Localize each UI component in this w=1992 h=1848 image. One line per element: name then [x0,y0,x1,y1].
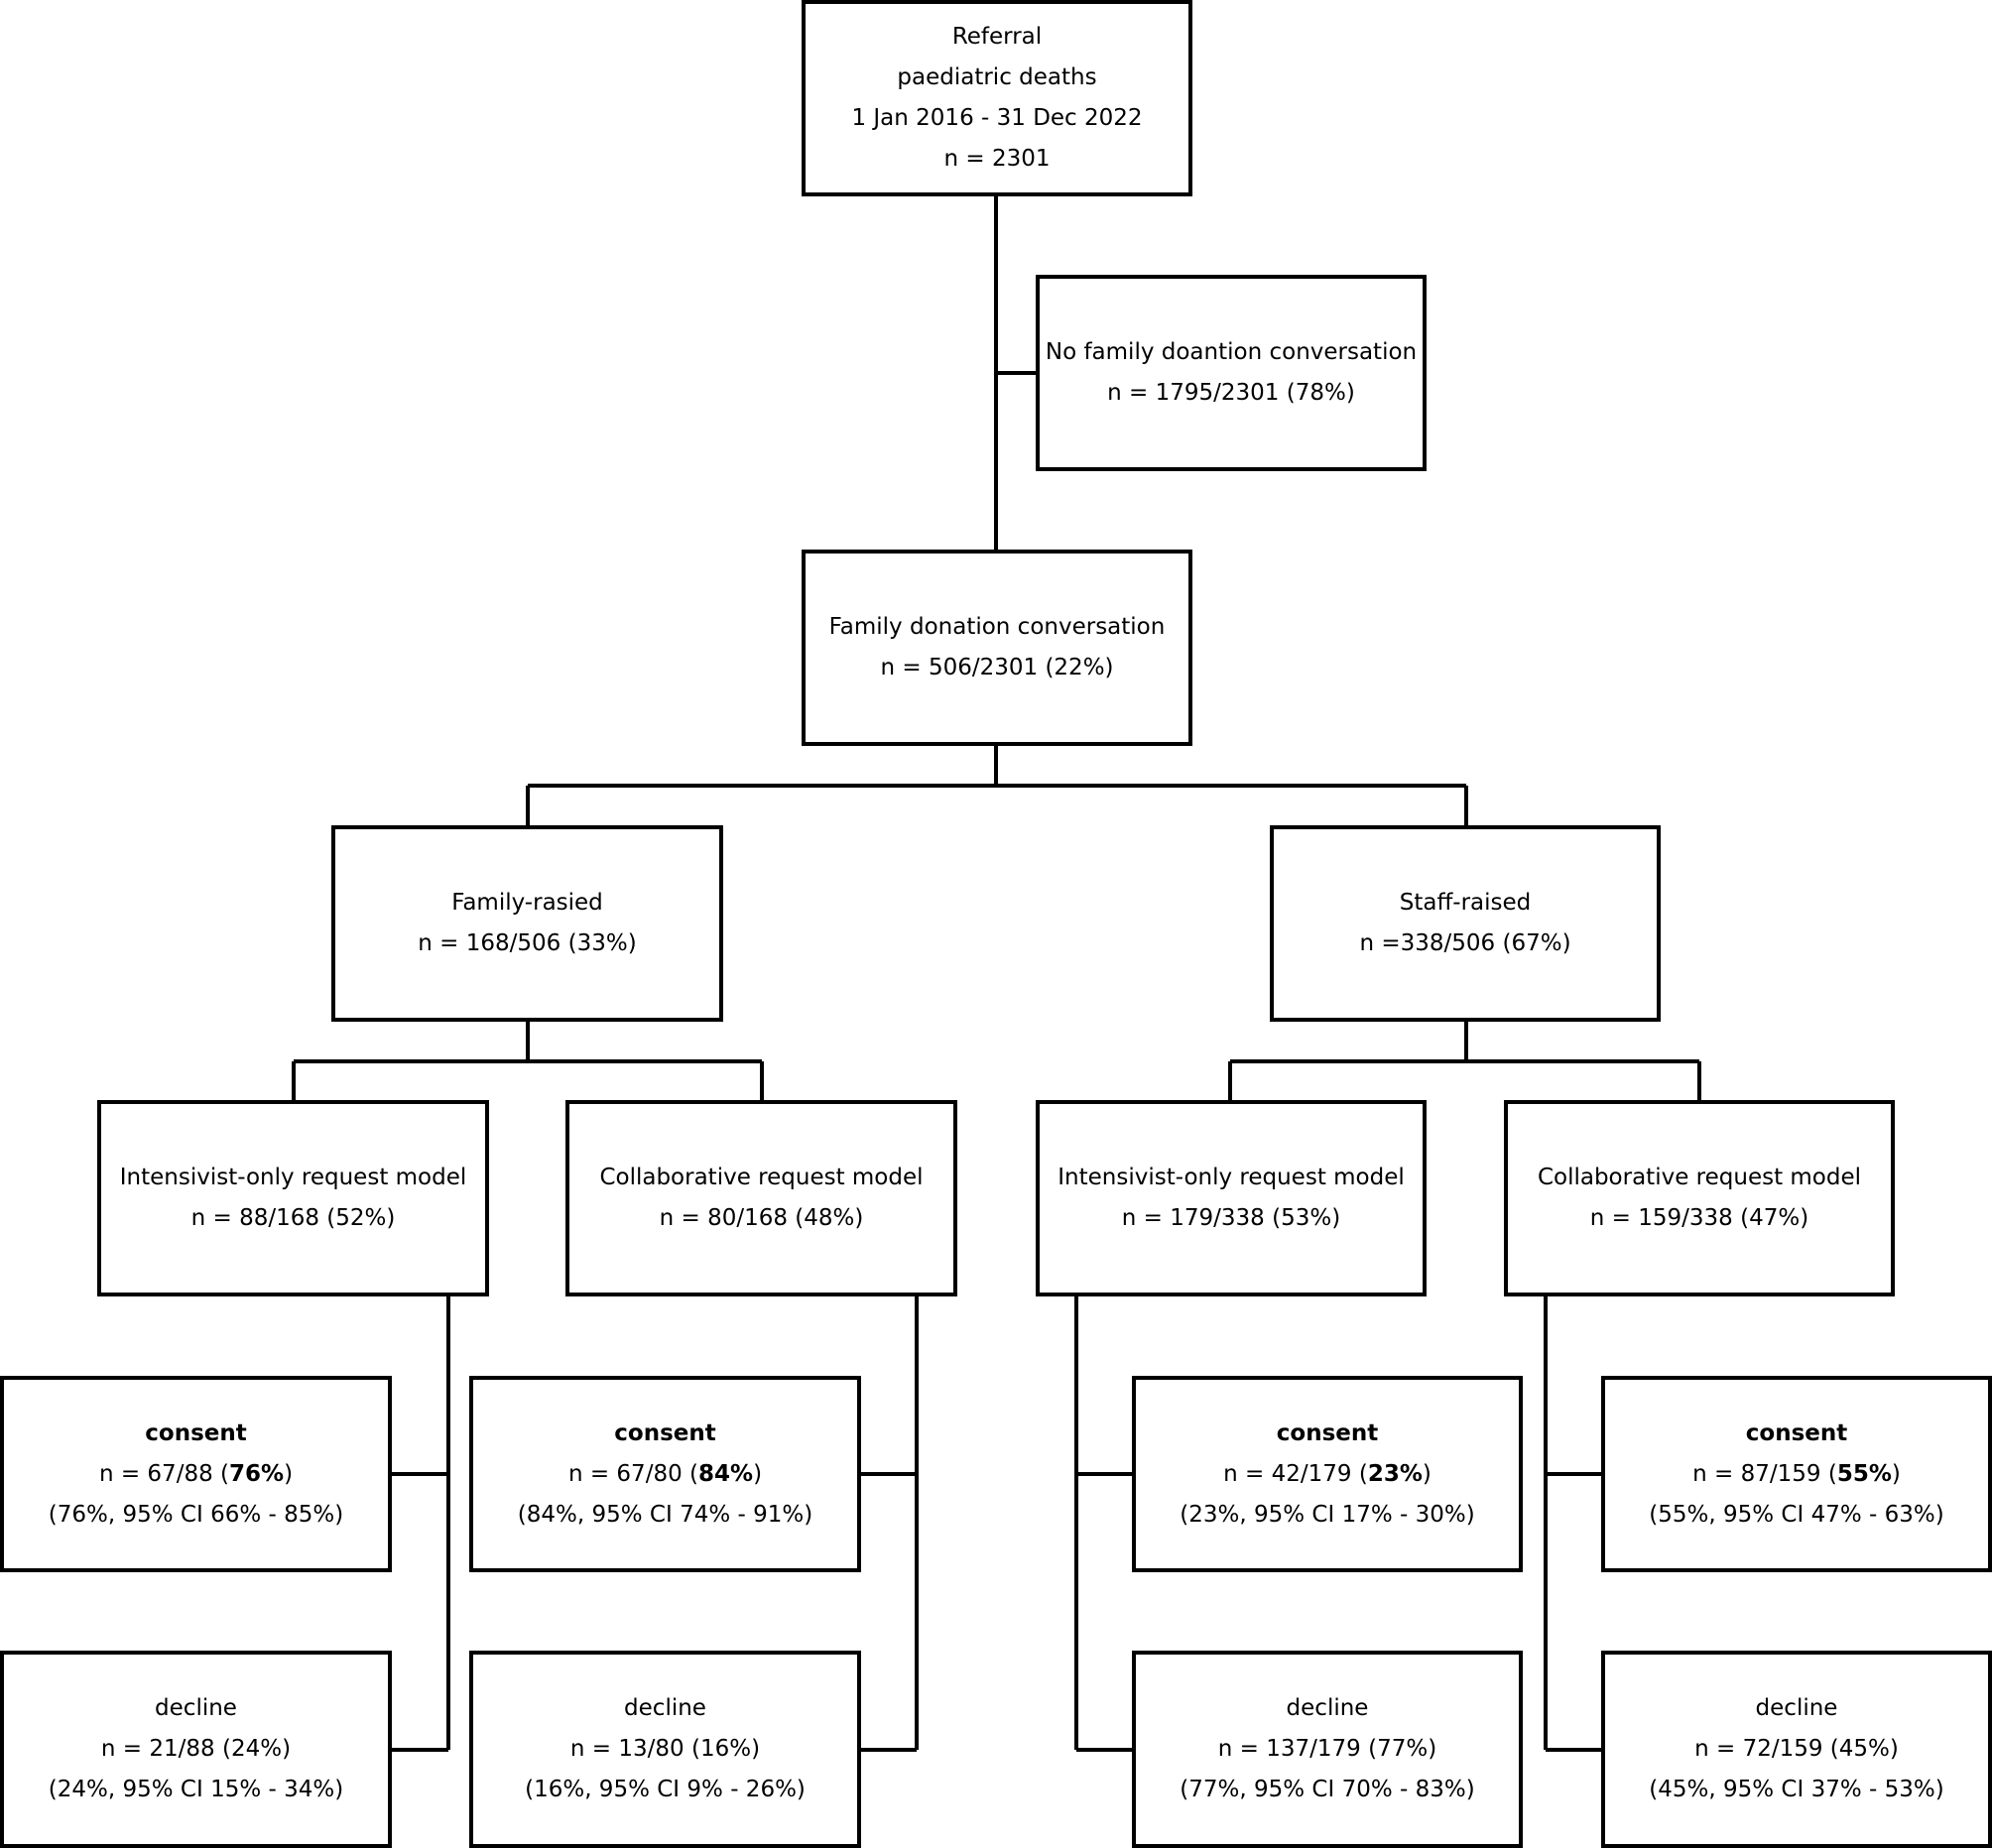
family-intensivist-count: n = 88/168 (52%) [190,1205,396,1231]
consent-count: n = 67/88 (76%) [98,1460,294,1487]
staff-intensivist-count: n = 179/338 (53%) [1121,1205,1341,1231]
family-intensivist-consent-box: consent n = 67/88 (76%) (76%, 95% CI 66%… [0,1376,392,1572]
family-raised-title: Family-rasied [451,890,603,916]
conversation-title: Family donation conversation [828,614,1166,640]
staff-collaborative-decline-box: decline n = 72/159 (45%) (45%, 95% CI 37… [1601,1651,1992,1848]
decline-label: decline [155,1695,237,1721]
staff-intensivist-box: Intensivist-only request model n = 179/3… [1036,1100,1427,1296]
referral-box: Referral paediatric deaths 1 Jan 2016 - … [802,0,1192,196]
consent-label: consent [145,1419,247,1446]
decline-label: decline [1286,1695,1369,1721]
decline-count: n = 21/88 (24%) [100,1736,292,1762]
family-collaborative-box: Collaborative request model n = 80/168 (… [565,1100,957,1296]
decline-label: decline [1755,1695,1838,1721]
staff-collaborative-consent-box: consent n = 87/159 (55%) (55%, 95% CI 47… [1601,1376,1992,1572]
family-collaborative-decline-box: decline n = 13/80 (16%) (16%, 95% CI 9% … [469,1651,861,1848]
no-conversation-title: No family doantion conversation [1045,339,1418,365]
family-collaborative-count: n = 80/168 (48%) [659,1205,864,1231]
staff-raised-count: n =338/506 (67%) [1359,930,1571,956]
family-intensivist-box: Intensivist-only request model n = 88/16… [97,1100,489,1296]
consent-ci: (76%, 95% CI 66% - 85%) [48,1501,344,1528]
decline-count: n = 137/179 (77%) [1217,1736,1437,1762]
consent-count: n = 42/179 (23%) [1223,1460,1432,1487]
consent-ci: (23%, 95% CI 17% - 30%) [1180,1501,1475,1528]
decline-label: decline [624,1695,706,1721]
family-intensivist-title: Intensivist-only request model [119,1165,467,1190]
referral-count: n = 2301 [943,146,1051,172]
no-conversation-box: No family doantion conversation n = 1795… [1036,275,1427,471]
consent-ci: (84%, 95% CI 74% - 91%) [517,1501,813,1528]
family-raised-box: Family-rasied n = 168/506 (33%) [331,825,723,1022]
staff-intensivist-decline-box: decline n = 137/179 (77%) (77%, 95% CI 7… [1132,1651,1523,1848]
staff-collaborative-count: n = 159/338 (47%) [1589,1205,1809,1231]
referral-subtitle: paediatric deaths [897,64,1097,90]
decline-count: n = 72/159 (45%) [1694,1736,1899,1762]
decline-ci: (24%, 95% CI 15% - 34%) [48,1777,344,1802]
no-conversation-count: n = 1795/2301 (78%) [1107,380,1355,406]
consent-count: n = 67/80 (84%) [567,1460,763,1487]
referral-period: 1 Jan 2016 - 31 Dec 2022 [851,105,1143,131]
decline-ci: (77%, 95% CI 70% - 83%) [1180,1777,1475,1802]
conversation-count: n = 506/2301 (22%) [880,655,1114,680]
family-collaborative-title: Collaborative request model [599,1165,924,1190]
staff-intensivist-consent-box: consent n = 42/179 (23%) (23%, 95% CI 17… [1132,1376,1523,1572]
consent-label: consent [614,1419,716,1446]
referral-title: Referral [951,24,1043,50]
conversation-box: Family donation conversation n = 506/230… [802,550,1192,746]
consent-label: consent [1276,1419,1379,1446]
staff-collaborative-title: Collaborative request model [1537,1165,1862,1190]
family-intensivist-decline-box: decline n = 21/88 (24%) (24%, 95% CI 15%… [0,1651,392,1848]
staff-raised-title: Staff-raised [1399,890,1532,916]
family-raised-count: n = 168/506 (33%) [418,930,637,956]
consent-label: consent [1745,1419,1848,1446]
family-collaborative-consent-box: consent n = 67/80 (84%) (84%, 95% CI 74%… [469,1376,861,1572]
decline-count: n = 13/80 (16%) [569,1736,761,1762]
consent-ci: (55%, 95% CI 47% - 63%) [1649,1501,1944,1528]
decline-ci: (16%, 95% CI 9% - 26%) [525,1777,806,1802]
staff-collaborative-box: Collaborative request model n = 159/338 … [1504,1100,1895,1296]
consent-count: n = 87/159 (55%) [1692,1460,1901,1487]
decline-ci: (45%, 95% CI 37% - 53%) [1649,1777,1944,1802]
staff-intensivist-title: Intensivist-only request model [1058,1165,1405,1190]
staff-raised-box: Staff-raised n =338/506 (67%) [1270,825,1661,1022]
